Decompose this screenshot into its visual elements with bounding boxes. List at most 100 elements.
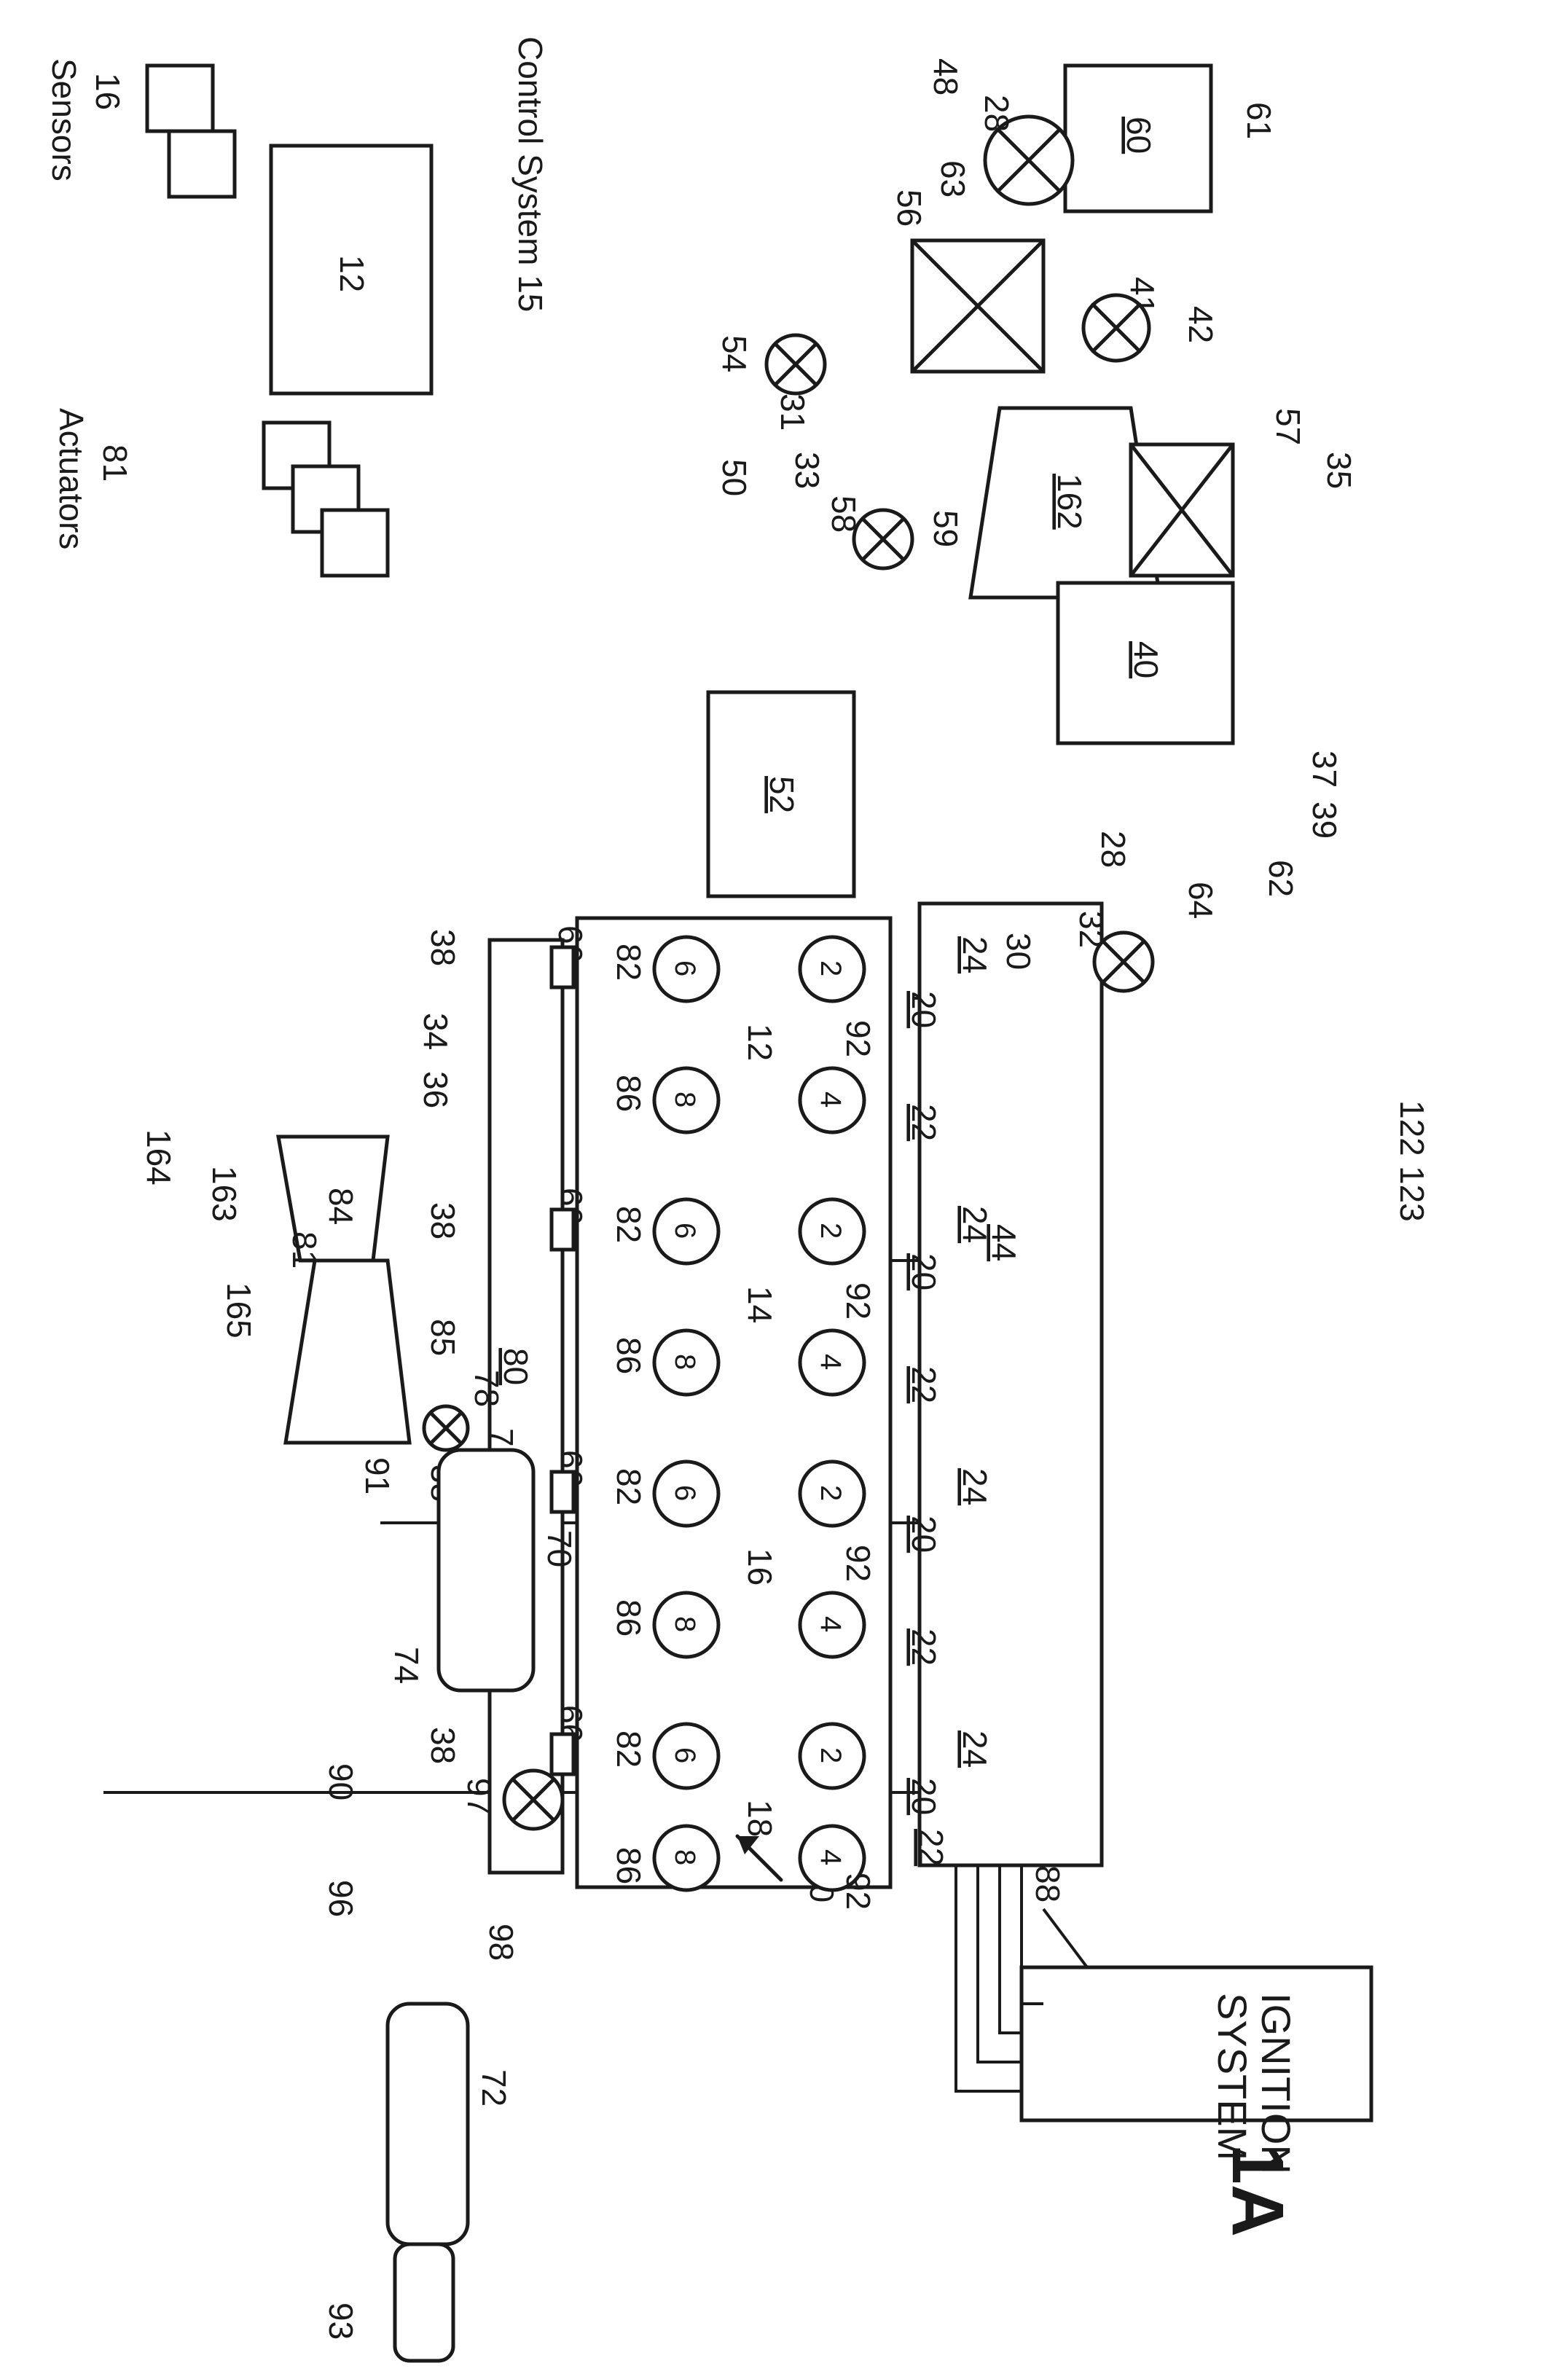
cyl-6-label: 6 — [669, 960, 701, 976]
sensors-label: Sensors — [45, 58, 83, 181]
sensor-38-a — [552, 947, 573, 987]
label-12: 12 — [333, 255, 371, 292]
actuator-box-3 — [322, 510, 388, 576]
turbine-165 — [286, 1261, 409, 1443]
ref-93: 93 — [322, 2302, 360, 2340]
ref-33: 33 — [788, 452, 826, 489]
ref-98: 98 — [482, 1924, 520, 1961]
ref-97: 97 — [460, 1778, 498, 1815]
ref-20: 20 — [905, 1253, 943, 1290]
ref-92-c: 92 — [839, 1545, 877, 1582]
ignition-label-2: SYSTEM — [1210, 1993, 1255, 2160]
ref-22: 22 — [905, 1629, 943, 1666]
ref-91: 91 — [358, 1457, 396, 1494]
cyl-4-label: 4 — [815, 1616, 847, 1632]
ref-70: 70 — [541, 1530, 579, 1567]
ref-84: 84 — [322, 1188, 360, 1225]
cyl-2-label: 2 — [815, 1485, 847, 1501]
ref-96: 96 — [322, 1880, 360, 1917]
bank-label: 18 — [741, 1800, 779, 1837]
ref-92-a: 92 — [839, 1020, 877, 1057]
sensor-box-1 — [147, 66, 213, 131]
ref-57: 57 — [1269, 408, 1307, 445]
ignition-system-box — [1022, 1967, 1371, 2120]
ref-38-a: 38 — [424, 929, 462, 966]
actuators-label: Actuators — [52, 408, 90, 549]
ref-20: 20 — [905, 1778, 943, 1815]
cyl-8-label: 8 — [669, 1354, 701, 1370]
ref-78: 78 — [468, 1370, 506, 1407]
ref-165: 165 — [220, 1282, 258, 1339]
cyl-2-label: 2 — [815, 1747, 847, 1763]
ref-86: 86 — [610, 1337, 648, 1374]
ref-39: 39 — [1306, 802, 1344, 839]
ref-72: 72 — [475, 2069, 513, 2106]
muffler-72 — [388, 2004, 468, 2244]
ref-22: 22 — [905, 1104, 943, 1141]
ref-86: 86 — [610, 1075, 648, 1112]
ref-86: 86 — [610, 1847, 648, 1884]
ref-24-c: 24 — [956, 1468, 994, 1505]
ref-164: 164 — [140, 1129, 178, 1185]
tailpipe — [395, 2244, 453, 2361]
ref-56: 56 — [890, 189, 928, 227]
ref-59: 59 — [927, 510, 965, 547]
ref-50: 50 — [716, 459, 753, 496]
ref-24-d: 24 — [956, 1731, 994, 1768]
catalyst-70 — [439, 1450, 533, 1690]
ref-85: 85 — [424, 1319, 462, 1356]
ref-24-a: 24 — [956, 936, 994, 973]
bank-label: 12 — [741, 1024, 779, 1061]
ref-163: 163 — [205, 1166, 243, 1222]
leader-88 — [1043, 1909, 1087, 1967]
ref-61: 61 — [1240, 102, 1278, 139]
label-162: 162 — [1051, 474, 1089, 530]
ignition-wire-1 — [103, 1792, 1043, 2004]
ref-90: 90 — [322, 1763, 360, 1800]
cyl-8-label: 8 — [669, 1849, 701, 1865]
ref-28-a: 28 — [978, 95, 1016, 132]
ref-88: 88 — [1029, 1865, 1067, 1902]
sensors-number: 16 — [89, 73, 127, 110]
ref-81: 81 — [286, 1231, 324, 1269]
ref-82: 82 — [610, 1731, 648, 1768]
cyl-6-label: 6 — [669, 1485, 701, 1501]
ref-82: 82 — [610, 944, 648, 981]
ref-64: 64 — [1182, 882, 1220, 919]
cyl-8-label: 8 — [669, 1616, 701, 1632]
ref-58: 58 — [825, 495, 863, 533]
ref-82: 82 — [610, 1206, 648, 1243]
ref-92-b: 92 — [839, 1282, 877, 1320]
ref-32: 32 — [1073, 911, 1110, 948]
control-system-title: Control System 15 — [511, 36, 549, 312]
bank-label: 14 — [741, 1286, 779, 1323]
ref-20: 20 — [905, 991, 943, 1028]
cyl-6-label: 6 — [669, 1747, 701, 1763]
ref-20: 20 — [905, 1516, 943, 1553]
ref-38-d: 38 — [424, 1727, 462, 1764]
sensor-box-2 — [169, 131, 235, 197]
ref-22: 22 — [905, 1366, 943, 1403]
ref-36: 36 — [417, 1071, 455, 1108]
cyl-2-label: 2 — [815, 960, 847, 976]
sensor-38-c — [552, 1472, 573, 1512]
ref-62: 62 — [1262, 860, 1300, 897]
ref-34: 34 — [417, 1013, 455, 1050]
ref-48: 48 — [927, 58, 965, 95]
label-60: 60 — [1120, 117, 1158, 154]
cyl-4-label: 4 — [815, 1849, 847, 1865]
ref-30: 30 — [1000, 933, 1038, 970]
ref-82: 82 — [610, 1468, 648, 1505]
ref-38-b: 38 — [424, 1202, 462, 1239]
bank-label: 16 — [741, 1548, 779, 1586]
ref-42: 42 — [1182, 306, 1220, 343]
ref-54: 54 — [716, 335, 753, 372]
ref-22: 22 — [912, 1829, 950, 1866]
actuators-number: 81 — [96, 444, 134, 482]
label-52: 52 — [763, 776, 801, 813]
ref-63: 63 — [934, 160, 972, 197]
intake-manifold-44 — [920, 904, 1102, 1865]
